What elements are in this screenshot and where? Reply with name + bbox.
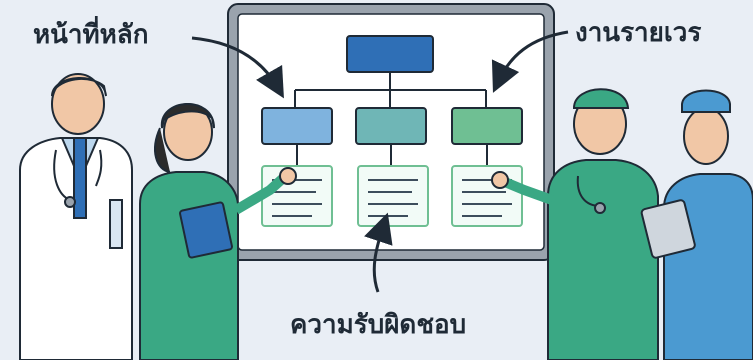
arrow-icon-main-duties [191,36,284,99]
org-box-green [451,107,523,145]
arrow-icon-shift [491,30,569,93]
surgeon-figure [491,88,659,360]
doctor-figure [19,73,133,360]
responsibilities-label: ความรับผิดชอบ [290,310,467,340]
org-box-blue [261,107,333,145]
card-lines [272,179,512,217]
nurse-figure [139,103,297,360]
arrow-icon-responsibilities [364,212,393,293]
clipboard-icon [179,201,233,259]
main-duties-label: หน้าที่หลัก [33,20,149,50]
tablet-icon [640,199,696,259]
org-top-box [346,35,434,73]
nurse-figure-right [640,89,753,360]
shift-schedule-label: งานรายเวร [575,18,702,48]
org-box-teal [355,107,427,145]
